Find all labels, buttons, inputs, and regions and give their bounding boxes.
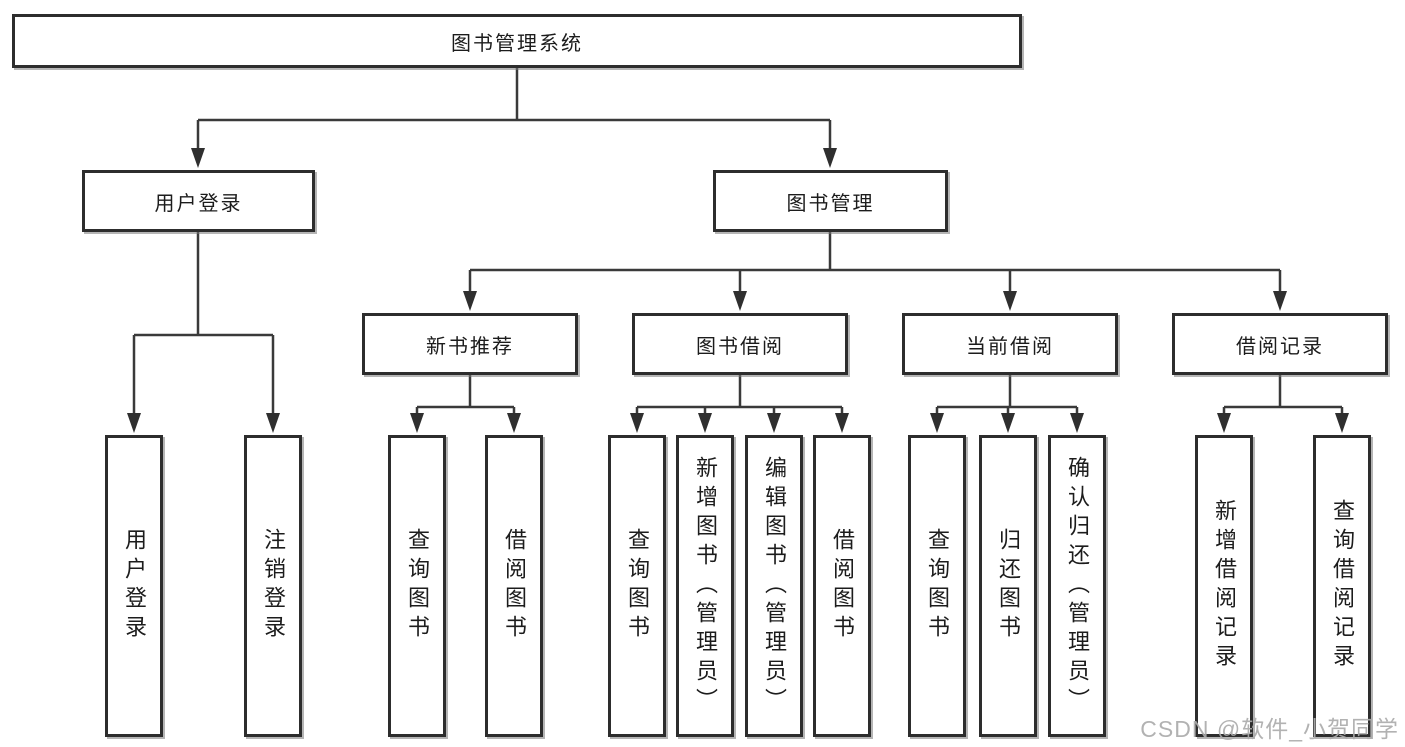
arrowheads xyxy=(127,148,1349,433)
node-user-login: 用户登录 xyxy=(82,170,315,232)
leaf-add-borrow-record: 新增借阅记录 xyxy=(1195,435,1253,737)
leaf-label: 查询图书 xyxy=(925,528,950,644)
leaf-label: 注销登录 xyxy=(261,528,286,644)
leaf-query-books-current: 查询图书 xyxy=(908,435,966,737)
leaf-query-books-recommend: 查询图书 xyxy=(388,435,446,737)
leaf-confirm-return-admin: 确认归还（管理员） xyxy=(1048,435,1106,737)
leaf-edit-book-admin: 编辑图书（管理员） xyxy=(745,435,803,737)
node-book-borrowing: 图书借阅 xyxy=(632,313,848,375)
node-root-system: 图书管理系统 xyxy=(12,14,1022,68)
leaf-add-book-admin: 新增图书（管理员） xyxy=(676,435,734,737)
leaf-label: 查询图书 xyxy=(625,528,650,644)
leaf-label: 编辑图书（管理员） xyxy=(762,455,787,717)
leaf-label: 借阅图书 xyxy=(830,528,855,644)
node-current-borrowing: 当前借阅 xyxy=(902,313,1118,375)
leaf-query-books-borrow: 查询图书 xyxy=(608,435,666,737)
node-new-book-recommend: 新书推荐 xyxy=(362,313,578,375)
leaf-logout: 注销登录 xyxy=(244,435,302,737)
node-borrowing-records: 借阅记录 xyxy=(1172,313,1388,375)
leaf-user-login: 用户登录 xyxy=(105,435,163,737)
node-book-management: 图书管理 xyxy=(713,170,948,232)
leaf-label: 查询借阅记录 xyxy=(1330,499,1355,673)
leaf-query-borrow-record: 查询借阅记录 xyxy=(1313,435,1371,737)
leaf-borrow-books: 借阅图书 xyxy=(813,435,871,737)
leaf-label: 新增借阅记录 xyxy=(1212,499,1237,673)
leaf-return-book: 归还图书 xyxy=(979,435,1037,737)
leaf-label: 借阅图书 xyxy=(502,528,527,644)
leaf-label: 归还图书 xyxy=(996,528,1021,644)
leaf-label: 查询图书 xyxy=(405,528,430,644)
leaf-borrow-books-recommend: 借阅图书 xyxy=(485,435,543,737)
csdn-watermark: CSDN @软件_小贺同学 xyxy=(1140,716,1399,742)
leaf-label: 用户登录 xyxy=(122,528,147,644)
leaf-label: 确认归还（管理员） xyxy=(1065,455,1090,717)
leaf-label: 新增图书（管理员） xyxy=(693,455,718,717)
